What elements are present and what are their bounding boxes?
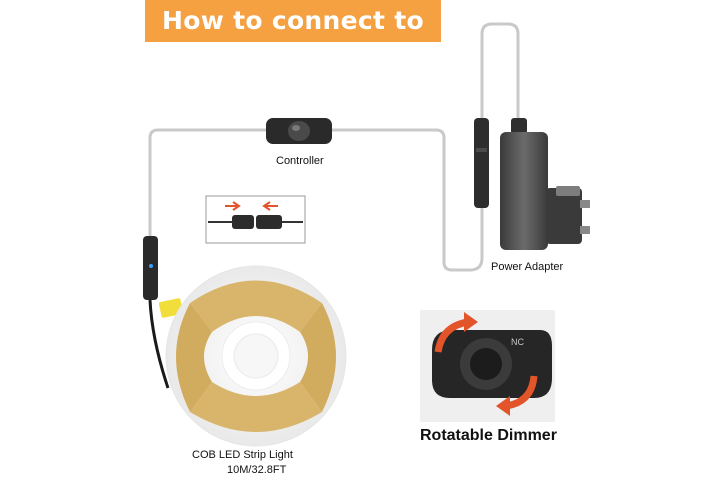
inset-arrow-left	[262, 201, 278, 211]
inset-frame	[205, 195, 306, 244]
adapter-body	[500, 132, 548, 250]
adapter-plug-base	[546, 188, 582, 244]
dimmer-closeup: NC	[420, 310, 555, 422]
controller	[266, 118, 332, 144]
adapter-top-plug	[511, 118, 527, 134]
cable-adapter-loop	[480, 22, 520, 126]
dimmer-label: Rotatable Dimmer	[420, 427, 557, 444]
rotate-arrow-bottom	[505, 375, 538, 410]
controller-knob	[288, 121, 310, 141]
cable-strip-to-controller	[148, 128, 268, 240]
adapter-pin-low	[580, 226, 590, 234]
rotate-arrow-top	[434, 318, 469, 353]
connector-inset	[205, 195, 306, 244]
led-segment-right	[300, 303, 336, 412]
inset-arrow-right	[225, 201, 241, 211]
title-banner: How to connect to use	[145, 0, 441, 77]
power-adapter-label: Power Adapter	[491, 261, 564, 273]
strip-light-label: COB LED Strip Light	[192, 449, 293, 461]
cable-controller-to-adapter	[330, 128, 484, 272]
controller-label: Controller	[276, 155, 324, 167]
adapter-pin-mid	[580, 200, 590, 208]
cable-lines	[148, 22, 520, 272]
led-strip-reel	[165, 265, 347, 447]
led-segment-bottom	[190, 382, 322, 432]
rotate-arrow-bottom-head	[496, 396, 510, 416]
rotate-arrow-top-head	[464, 312, 478, 332]
strip-size-label: 10M/32.8FT	[227, 464, 287, 476]
led-segment-left	[176, 303, 212, 412]
power-adapter	[500, 118, 590, 250]
led-segment-top	[190, 280, 322, 332]
inline-connector	[474, 118, 489, 208]
adapter-pin-top	[556, 186, 580, 196]
dimmer-marking: NC	[511, 337, 524, 347]
